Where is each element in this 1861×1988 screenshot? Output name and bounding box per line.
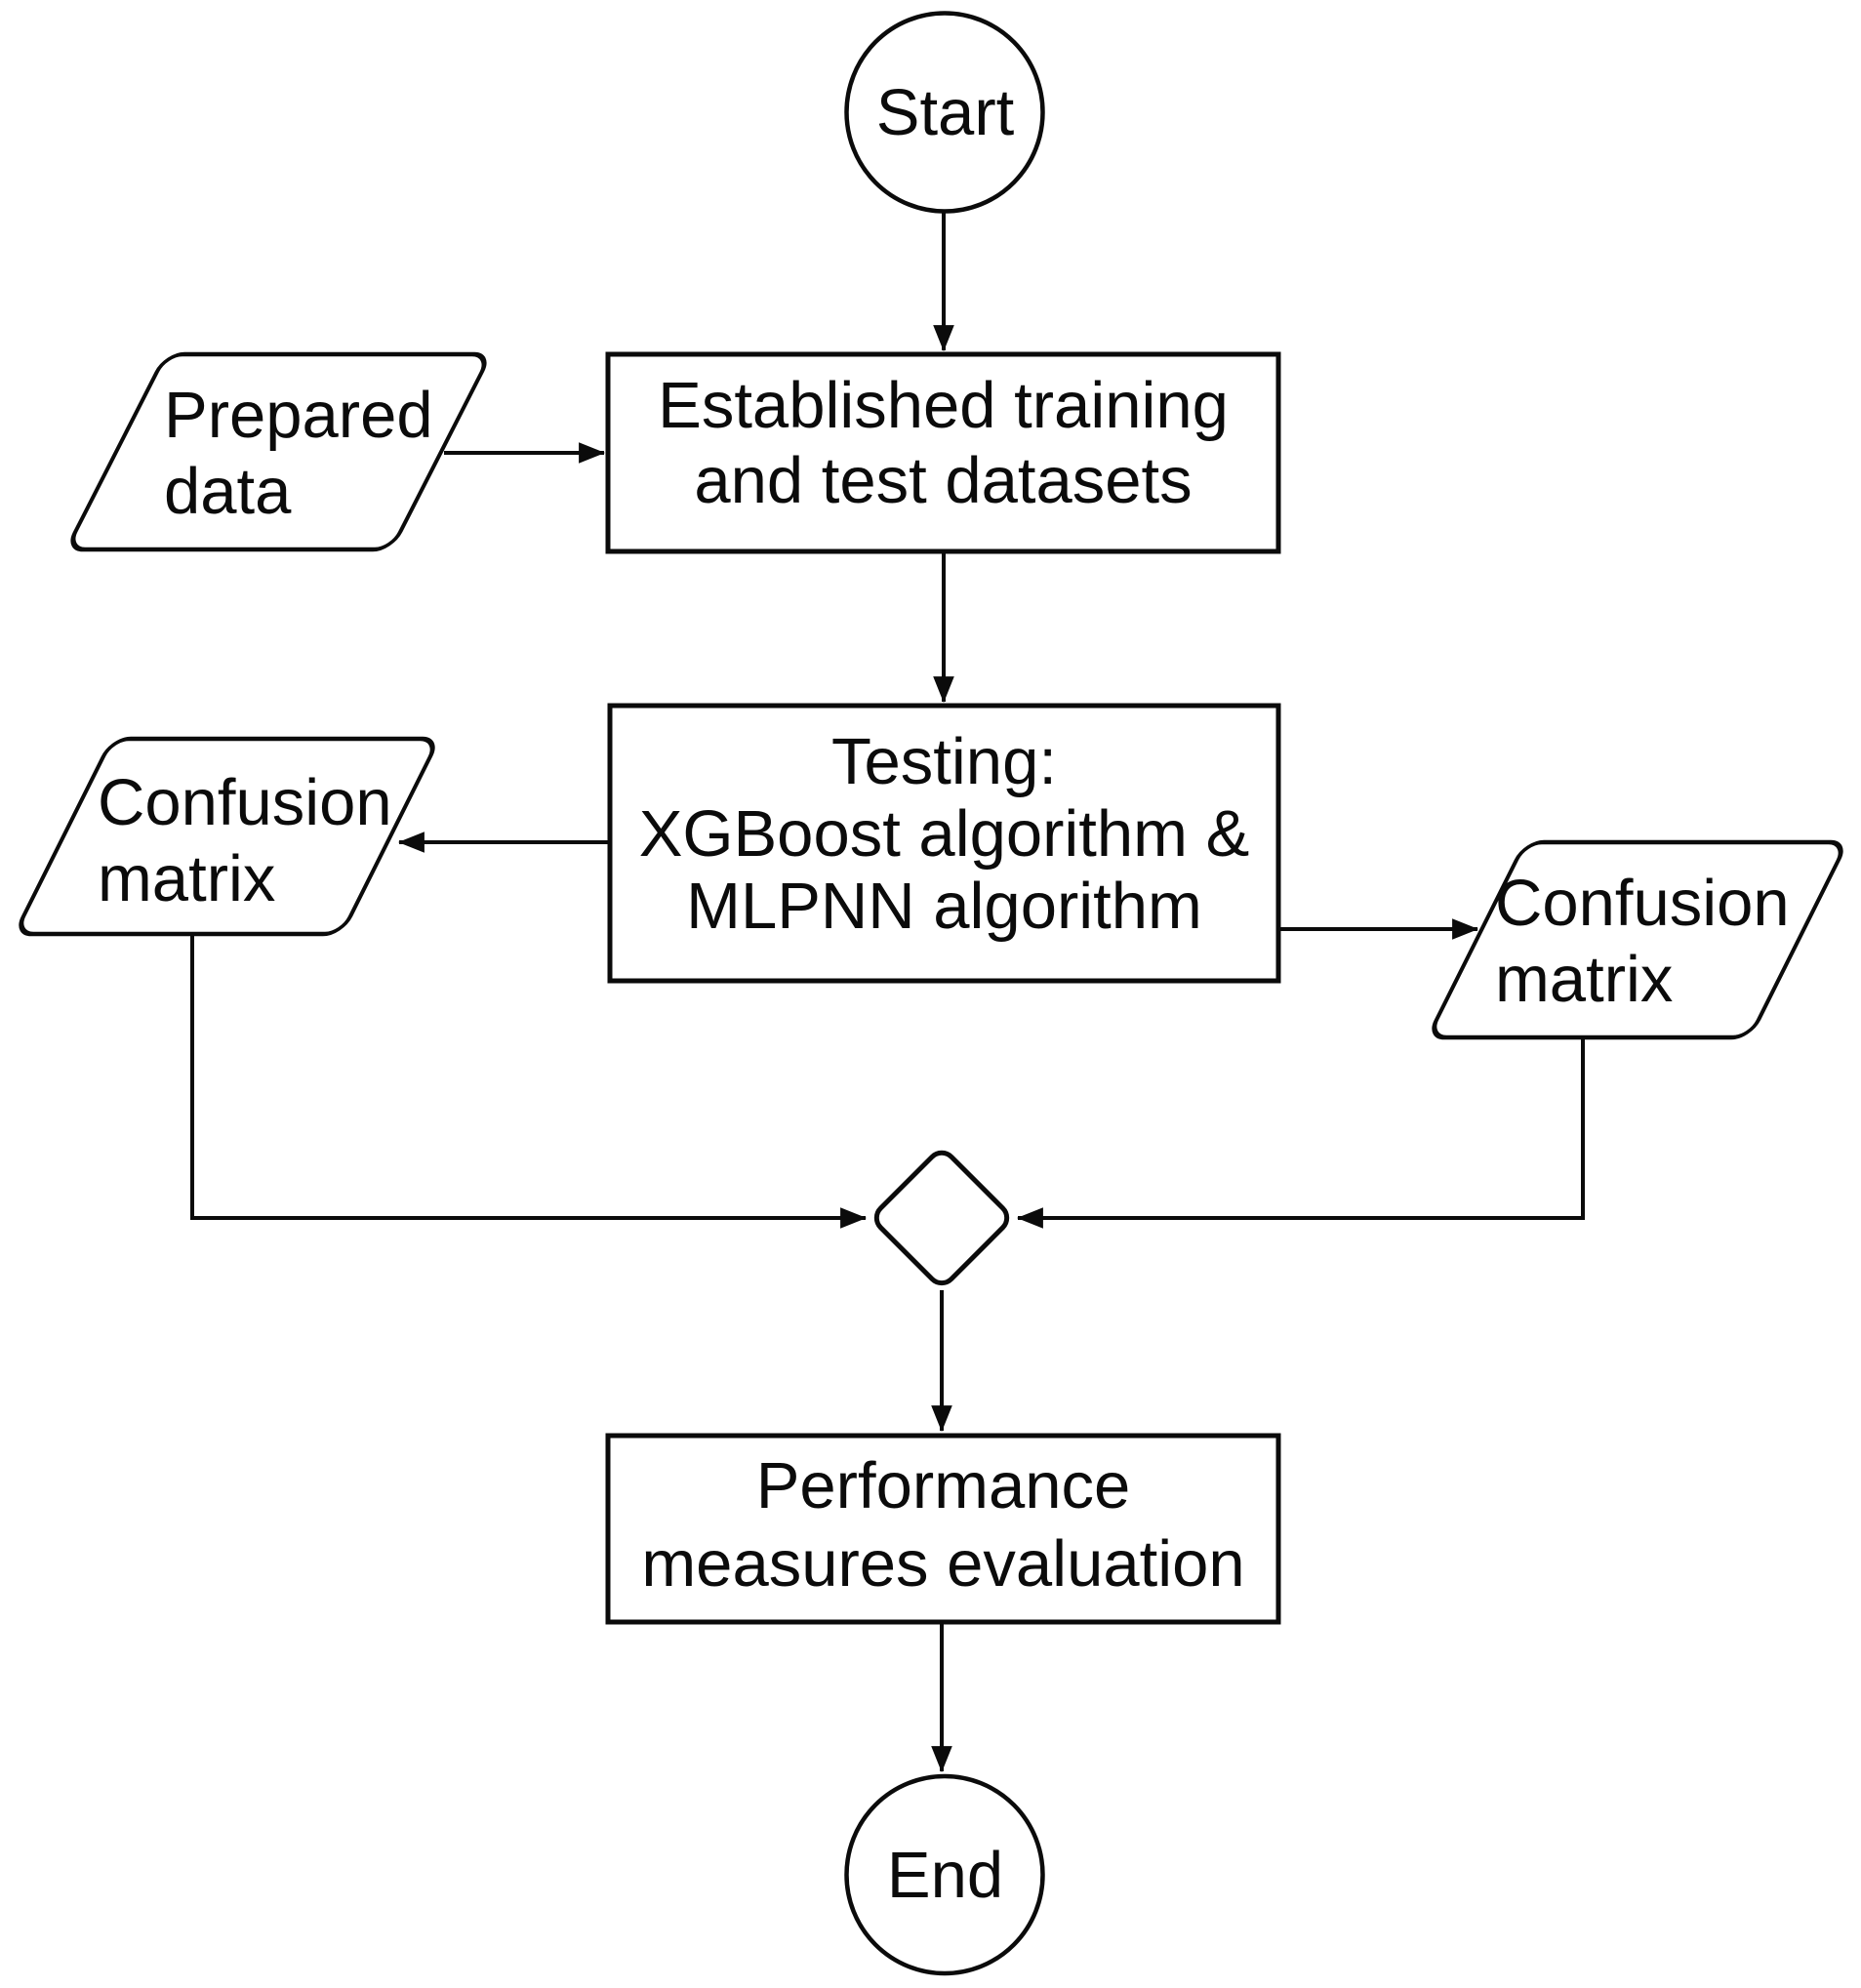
performance-node: [605, 1433, 1281, 1625]
prepared-data-node-label: Prepared data: [164, 379, 433, 528]
established-node-label: Established training and test datasets: [658, 369, 1229, 517]
confusion-matrix-left-node-label: Confusion matrix: [98, 766, 392, 915]
established-node: [605, 351, 1281, 554]
prepared-data-node: [70, 351, 487, 552]
edge-confusion-left-to-decision: [190, 934, 868, 1229]
start-node: [844, 11, 1045, 214]
performance-node-label: Performance measures evaluation: [641, 1449, 1245, 1601]
confusion-matrix-left-node: [19, 736, 435, 937]
confusion-matrix-right-node: [1432, 839, 1843, 1040]
end-node-label: End: [886, 1838, 1004, 1912]
testing-node-label: Testing: XGBoost algorithm & MLPNN algor…: [638, 725, 1250, 943]
testing-node: [607, 703, 1281, 984]
confusion-matrix-right-node-label: Confusion matrix: [1495, 867, 1790, 1016]
start-node-label: Start: [875, 75, 1015, 149]
merge-decision-node: [873, 1150, 1010, 1286]
edge-confusion-right-to-decision: [1016, 1036, 1585, 1229]
end-node: [844, 1773, 1045, 1976]
